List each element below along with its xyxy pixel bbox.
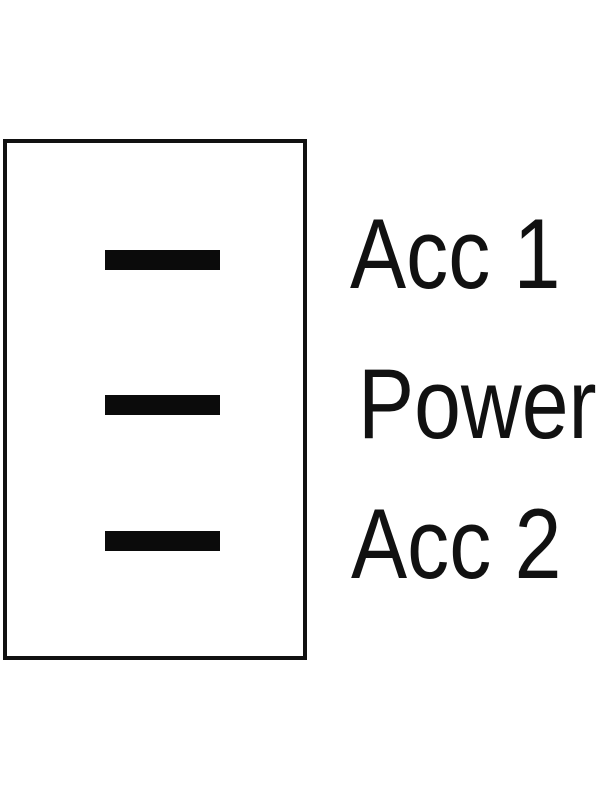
dash-icon-middle-position	[105, 395, 220, 415]
position-label-acc2: Acc 2	[351, 488, 562, 599]
switch-faceplate	[3, 139, 307, 660]
position-label-acc1: Acc 1	[350, 198, 561, 309]
dash-icon-bottom-position	[105, 531, 220, 551]
position-label-power: Power	[358, 348, 597, 459]
dash-icon-top-position	[105, 250, 220, 270]
